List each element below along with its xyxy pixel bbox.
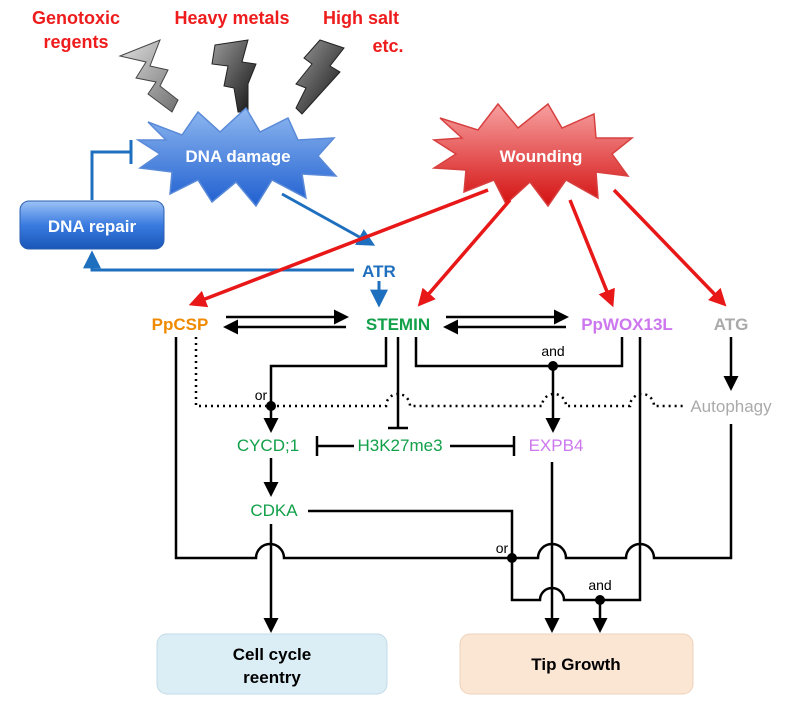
node-ppwox13l: PpWOX13L [581,315,673,334]
cell-cycle-label-line2: reentry [243,668,301,687]
atr-to-repair-arrow [83,250,354,272]
cell-cycle-label-line1: Cell cycle [233,645,311,664]
node-atg: ATG [714,315,749,334]
stemin-and-path [414,337,624,368]
lightning-bolt-icon [118,39,179,113]
dotted-autophagy-path [194,337,684,408]
damage-to-atr-arrow [281,192,376,246]
dna-damage-label: DNA damage [185,147,290,166]
logic-and-top: and [541,343,564,359]
node-ppcsp: PpCSP [152,315,209,334]
wounding-to-atg-arrow [612,188,727,307]
dna-damage-burst [135,106,338,208]
stress-genotoxic-line1: Genotoxic [32,8,120,28]
lightning-bolt-icon [295,39,345,115]
node-atr: ATR [362,262,396,281]
node-cdka: CDKA [250,501,298,520]
repair-inhibits-damage-line [90,150,131,200]
dna-repair-label: DNA repair [48,217,137,236]
lower-bus-line [174,337,733,560]
stress-genotoxic-line2: regents [43,32,108,52]
node-h3k27me3: H3K27me3 [357,436,442,455]
dna-repair-box [19,200,165,250]
stress-heavy-metals: Heavy metals [174,8,289,28]
node-cycd1: CYCD;1 [237,436,299,455]
logic-or-left: or [255,387,268,403]
wounding-label: Wounding [500,147,583,166]
node-expb4: EXPB4 [529,436,584,455]
wounding-to-stemin-arrow [417,198,512,307]
logic-or-bottom: or [496,540,509,556]
wounding-to-ppwox13l-arrow [568,199,615,308]
or-to-and-path [510,337,642,602]
stress-high-salt: High salt [323,8,399,28]
wounding-burst [431,102,635,208]
logic-and-bottom: and [588,577,611,593]
node-stemin: STEMIN [366,315,430,334]
cdka-to-or-path [308,509,514,558]
wounding-to-ppcsp-arrow [188,188,489,308]
cell-cycle-reentry-box [156,633,388,695]
or-junction-dot [266,401,276,411]
lightning-bolt-icon [211,39,257,113]
tip-growth-label: Tip Growth [531,655,620,674]
tip-growth-box [459,633,694,695]
node-autophagy: Autophagy [690,397,772,416]
stress-etc: etc. [372,36,403,56]
stemin-to-cycd1-path [263,337,388,433]
